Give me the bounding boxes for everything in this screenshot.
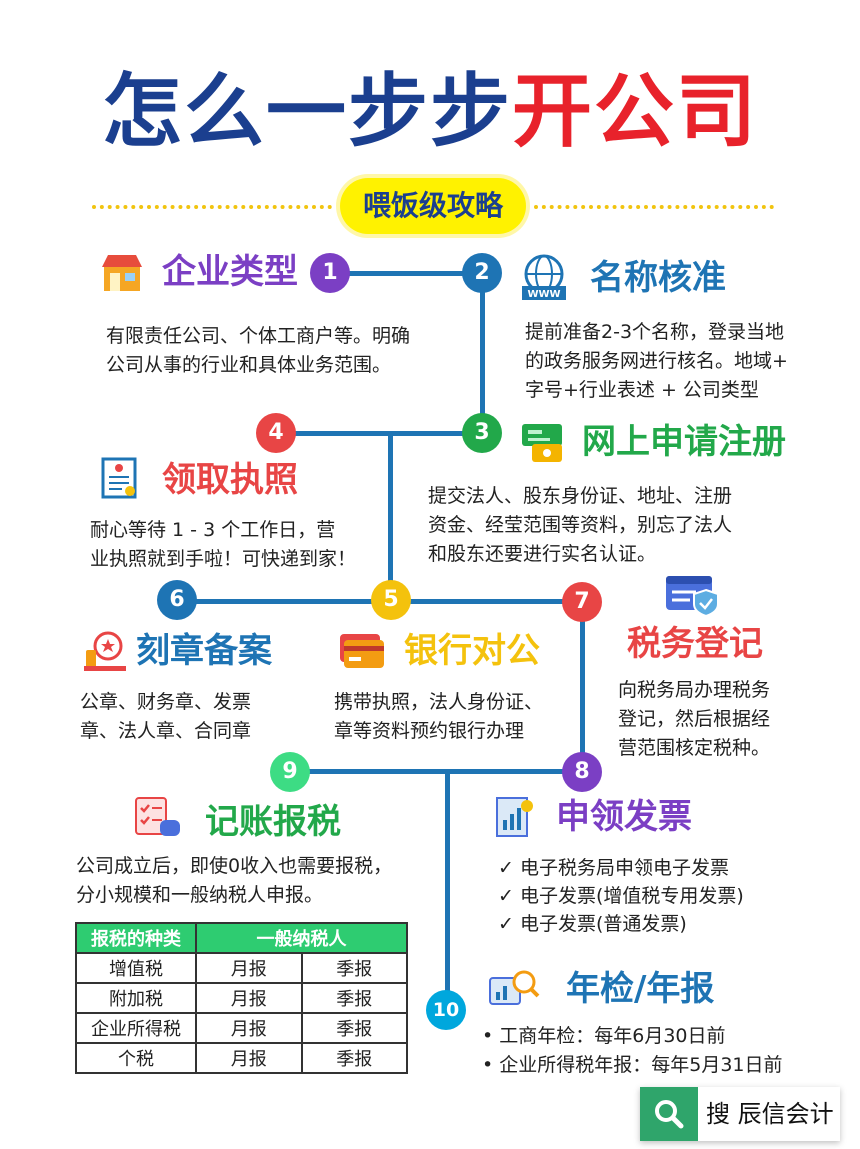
magnifier-icon <box>655 1100 684 1129</box>
step-node-6: 6 <box>157 580 197 620</box>
step-node-8: 8 <box>562 752 602 792</box>
step-7-title: 税务登记 <box>627 624 763 664</box>
step-2-title: 名称核准 <box>590 258 726 298</box>
search-badge[interactable]: 搜 辰信会计 <box>640 1087 840 1141</box>
analysis-magnifier-icon <box>489 970 540 1005</box>
step-4-title: 领取执照 <box>162 460 298 500</box>
dotted-divider-right <box>534 205 774 209</box>
table-cell: 季报 <box>300 952 408 984</box>
step-node-1: 1 <box>310 253 350 293</box>
checklist-hand-icon <box>135 797 180 836</box>
table-cell: 月报 <box>195 1042 303 1074</box>
step-3-title: 网上申请注册 <box>582 422 786 462</box>
table-header-cell: 报税的种类 <box>75 922 197 954</box>
step-5-text: 携带执照，法人身份证、 章等资料预约银行办理 <box>334 691 544 742</box>
step-9-title: 记账报税 <box>205 802 341 842</box>
step-9-text: 公司成立后，即使0收入也需要报税， 分小规模和一般纳税人申报。 <box>76 855 393 906</box>
dotted-divider-left <box>92 205 332 209</box>
connector-2-3 <box>480 273 485 433</box>
step-3-text: 提交法人、股东身份证、地址、注册 资金、经莹范围等资料，别忘了法人 和股东还要进… <box>428 485 733 565</box>
step-node-7: 7 <box>562 582 602 622</box>
subtitle-badge: 喂饭级攻略 <box>340 178 526 234</box>
step-6-text: 公章、财务章、发票 章、法人章、合同章 <box>80 691 252 742</box>
connector-trunk-10 <box>445 769 450 1009</box>
step-node-9: 9 <box>270 752 310 792</box>
invoice-chart-icon <box>496 797 533 837</box>
shop-icon <box>102 255 142 291</box>
step-8-text: ✓ 电子税务局申领电子发票 ✓ 电子发票(增值税专用发票) ✓ 电子发票(普通发… <box>498 857 744 935</box>
connector-trunk-5 <box>388 431 393 596</box>
step-node-4: 4 <box>256 413 296 453</box>
table-row: 附加税 月报 季报 <box>75 982 408 1014</box>
step-1-title: 企业类型 <box>162 252 298 292</box>
table-header-cell: 一般纳税人 <box>195 922 408 954</box>
table-cell: 季报 <box>300 982 408 1014</box>
table-cell: 季报 <box>300 1012 408 1044</box>
table-cell: 增值税 <box>75 952 197 984</box>
step-10-title: 年检/年报 <box>566 969 715 1009</box>
table-cell: 月报 <box>195 1012 303 1044</box>
globe-www-icon: WWW <box>522 254 566 300</box>
connector-3-4 <box>276 431 482 436</box>
table-cell: 季报 <box>300 1042 408 1074</box>
tax-type-table: 报税的种类 一般纳税人 增值税 月报 季报 附加税 月报 季报 企业所得税 月报… <box>75 922 408 1074</box>
step-7-text: 向税务局办理税务 登记，然后根据经 营范围核定税种。 <box>618 679 771 759</box>
page-title: 怎么一步步开公司 <box>102 65 758 158</box>
table-row: 个税 月报 季报 <box>75 1042 408 1074</box>
search-label: 搜 辰信会计 <box>706 1100 834 1128</box>
step-node-10: 10 <box>426 990 466 1030</box>
search-icon-box <box>640 1087 698 1141</box>
connector-8-9 <box>290 769 582 774</box>
step-4-text: 耐心等待 1 - 3 个工作日，营 业执照就到手啦！可快递到家！ <box>90 519 357 570</box>
table-header-row: 报税的种类 一般纳税人 <box>75 922 408 954</box>
svg-text:WWW: WWW <box>527 289 560 300</box>
table-cell: 月报 <box>195 982 303 1014</box>
table-cell: 附加税 <box>75 982 197 1014</box>
step-1-text: 有限责任公司、个体工商户等。明确 公司从事的行业和具体业务范围。 <box>106 325 411 376</box>
connector-7-8 <box>580 601 585 771</box>
step-node-2: 2 <box>462 253 502 293</box>
table-row: 增值税 月报 季报 <box>75 952 408 984</box>
table-row: 企业所得税 月报 季报 <box>75 1012 408 1044</box>
tax-shield-icon <box>666 576 719 618</box>
table-cell: 企业所得税 <box>75 1012 197 1044</box>
register-card-icon <box>522 424 562 462</box>
step-2-text: 提前准备2-3个名称，登录当地 的政务服务网进行核名。地域+ 字号+行业表述 +… <box>525 321 788 401</box>
bank-card-icon <box>340 634 384 668</box>
connector-1-2 <box>330 271 482 276</box>
step-5-title: 银行对公 <box>404 631 540 671</box>
license-document-icon <box>101 457 137 499</box>
step-6-title: 刻章备案 <box>136 631 272 671</box>
seal-stamp-icon <box>84 631 126 671</box>
step-8-title: 申领发票 <box>556 797 692 837</box>
step-10-text: • 工商年检：每年6月30日前 • 企业所得税年报：每年5月31日前 <box>482 1025 783 1076</box>
step-node-3: 3 <box>462 413 502 453</box>
table-cell: 个税 <box>75 1042 197 1074</box>
step-node-5: 5 <box>371 580 411 620</box>
table-cell: 月报 <box>195 952 303 984</box>
